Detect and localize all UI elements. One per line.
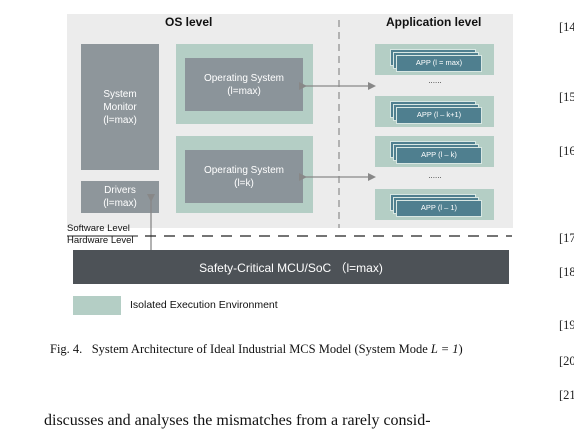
ref-marker: [21 bbox=[559, 388, 574, 402]
mcu-bar: Safety-Critical MCU/SoC （l=max) bbox=[73, 250, 509, 284]
caption-prefix: Fig. 4. bbox=[50, 342, 83, 356]
caption-math: L = 1 bbox=[430, 342, 459, 356]
caption-suffix: ) bbox=[458, 342, 463, 356]
system-monitor-line3: (l=max) bbox=[103, 114, 137, 126]
os-bottom-box: Operating System (l=k) bbox=[185, 150, 303, 203]
ref-marker: [20 bbox=[559, 354, 574, 368]
drivers-line1: Drivers bbox=[104, 185, 136, 196]
application-level-header: Application level bbox=[386, 15, 482, 29]
app-card-4: APP (l – 1) bbox=[396, 200, 482, 217]
os-bottom-line2: (l=k) bbox=[234, 177, 254, 189]
app-ellipsis-2: ...... bbox=[428, 171, 442, 180]
system-monitor-line1: System bbox=[103, 88, 137, 100]
ref-marker: [17 bbox=[559, 231, 574, 245]
os-top-box: Operating System (l=max) bbox=[185, 58, 303, 111]
app-card-2: APP (l – k+1) bbox=[396, 107, 482, 124]
software-level-label: Software Level bbox=[67, 223, 130, 234]
system-monitor-box: System Monitor (l=max) bbox=[81, 44, 159, 170]
ref-marker: [14 bbox=[559, 20, 574, 34]
os-top-line2: (l=max) bbox=[227, 85, 261, 97]
legend-label: Isolated Execution Environment bbox=[130, 299, 278, 311]
os-top-line1: Operating System bbox=[203, 72, 285, 84]
hardware-level-label: Hardware Level bbox=[67, 235, 134, 246]
system-monitor-line2: Monitor bbox=[103, 101, 137, 113]
diagram-arrows bbox=[67, 82, 512, 266]
os-app-separator bbox=[338, 20, 340, 228]
drivers-line2: (l=max) bbox=[103, 198, 137, 209]
os-level-header: OS level bbox=[165, 15, 213, 29]
drivers-box: Drivers (l=max) bbox=[81, 181, 159, 213]
ref-marker: [15 bbox=[559, 90, 574, 104]
os-bottom-line1: Operating System bbox=[203, 164, 285, 176]
legend-swatch bbox=[73, 296, 121, 315]
ref-marker: [18 bbox=[559, 265, 574, 279]
caption-text: System Architecture of Ideal Industrial … bbox=[91, 342, 431, 356]
figure-caption: Fig. 4. System Architecture of Ideal Ind… bbox=[50, 342, 463, 357]
app-ellipsis-1: ...... bbox=[428, 76, 442, 85]
ref-marker: [19 bbox=[559, 318, 574, 332]
ref-marker: [16 bbox=[559, 144, 574, 158]
app-card-3: APP (l – k) bbox=[396, 147, 482, 164]
app-card-1: APP (l = max) bbox=[396, 55, 482, 72]
body-text-line: discusses and analyses the mismatches fr… bbox=[44, 412, 431, 429]
